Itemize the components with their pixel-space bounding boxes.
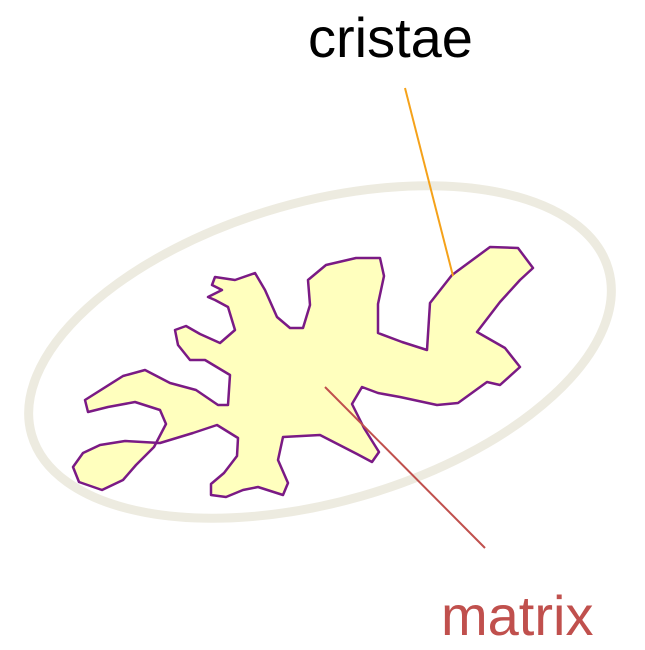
cristae-label: cristae <box>308 10 473 66</box>
matrix-pointer-line <box>325 387 485 548</box>
matrix-label: matrix <box>441 588 593 644</box>
